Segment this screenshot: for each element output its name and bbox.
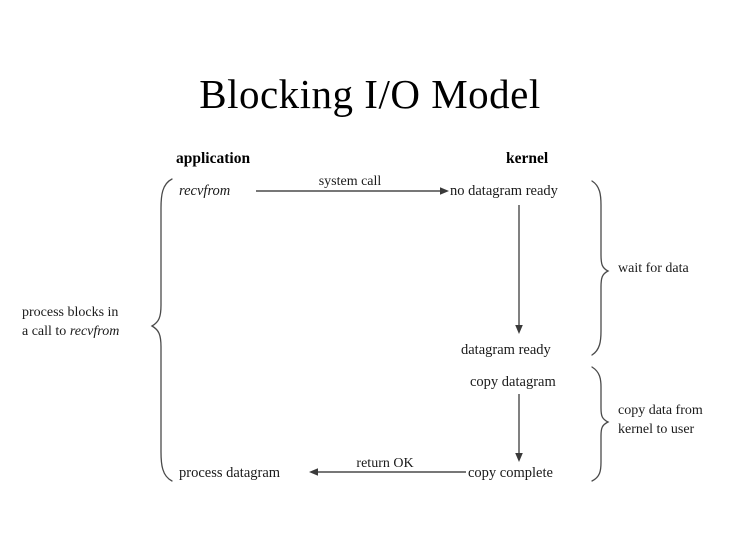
node-no-datagram-ready: no datagram ready xyxy=(450,183,558,199)
annotation-process-blocks-prefix: a call to xyxy=(22,324,70,339)
column-header-application: application xyxy=(176,150,251,167)
brace-wait-for-data xyxy=(591,180,610,356)
arrow-copy-datagram-down xyxy=(515,394,523,462)
node-datagram-ready: datagram ready xyxy=(461,342,551,358)
annotation-copy-data-line-1: copy data from xyxy=(618,403,703,418)
annotation-process-blocks-recvfrom: recvfrom xyxy=(69,324,120,339)
annotation-process-blocks-line-1: process blocks in xyxy=(22,305,119,320)
edge-label-return-ok: return OK xyxy=(356,456,414,471)
edge-label-system-call: system call xyxy=(318,174,382,189)
node-copy-complete: copy complete xyxy=(468,465,553,481)
brace-process-blocks xyxy=(150,178,173,482)
node-process-datagram: process datagram xyxy=(179,465,281,481)
annotation-process-blocks-line-2: a call to recvfrom xyxy=(22,322,119,341)
node-copy-datagram: copy datagram xyxy=(470,374,556,390)
annotation-process-blocks: process blocks in a call to recvfrom xyxy=(22,303,119,341)
annotation-copy-data-from-kernel-to-user: copy data from kernel to user xyxy=(618,401,703,439)
column-header-kernel: kernel xyxy=(506,150,549,167)
node-recvfrom: recvfrom xyxy=(179,183,231,199)
annotation-wait-for-data: wait for data xyxy=(618,261,689,276)
page-title: Blocking I/O Model xyxy=(199,71,541,117)
annotation-copy-data-line-2: kernel to user xyxy=(618,422,695,437)
arrow-wait-for-data-down xyxy=(515,205,523,334)
brace-copy-data xyxy=(591,366,610,482)
